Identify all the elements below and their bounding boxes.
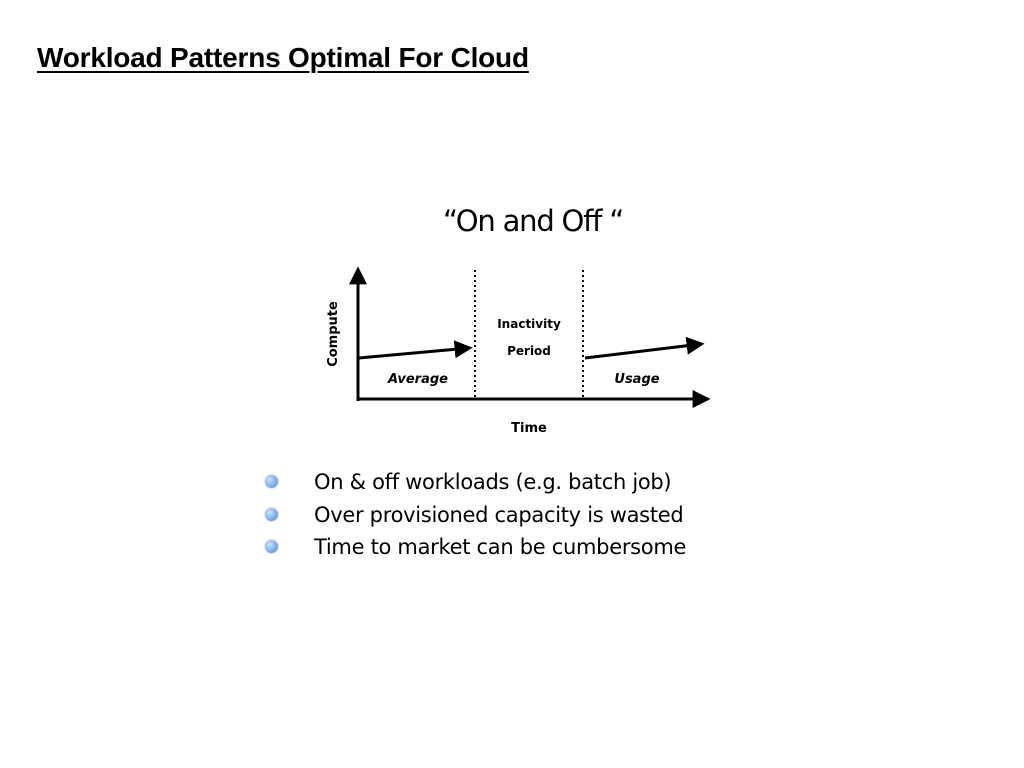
right-usage-arrow [584,336,705,360]
right-segment-label: Usage [614,372,659,387]
bullet-dot-icon [265,507,278,521]
diagram-svg: Compute Time Average Usage Inactivity Pe… [326,266,711,436]
bullet-text: On & off workloads (e.g. batch job) [314,470,672,494]
bullet-dot-icon [265,540,278,553]
list-item: Time to market can be cumbersome [263,531,686,564]
bullet-text: Over provisioned capacity is wasted [314,502,684,527]
list-item: Over provisioned capacity is wasted [263,499,686,532]
on-off-workload-diagram: “On and Off “ Compute Time Average Usage… [300,190,740,570]
left-segment-label: Average [387,372,448,387]
inactivity-label-line1: Inactivity [497,317,561,331]
inactivity-label-line2: Period [507,344,551,358]
slide-title: Workload Patterns Optimal For Cloud [37,42,529,73]
y-axis-label: Compute [326,301,341,367]
left-usage-arrow [358,340,473,360]
diagram-title: “On and Off “ [442,204,624,238]
bullet-list: On & off workloads (e.g. batch job) Over… [263,466,686,564]
bullet-dot-icon [265,475,278,488]
x-axis-label: Time [511,421,547,436]
list-item: On & off workloads (e.g. batch job) [263,466,686,499]
bullet-text: Time to market can be cumbersome [314,535,687,559]
